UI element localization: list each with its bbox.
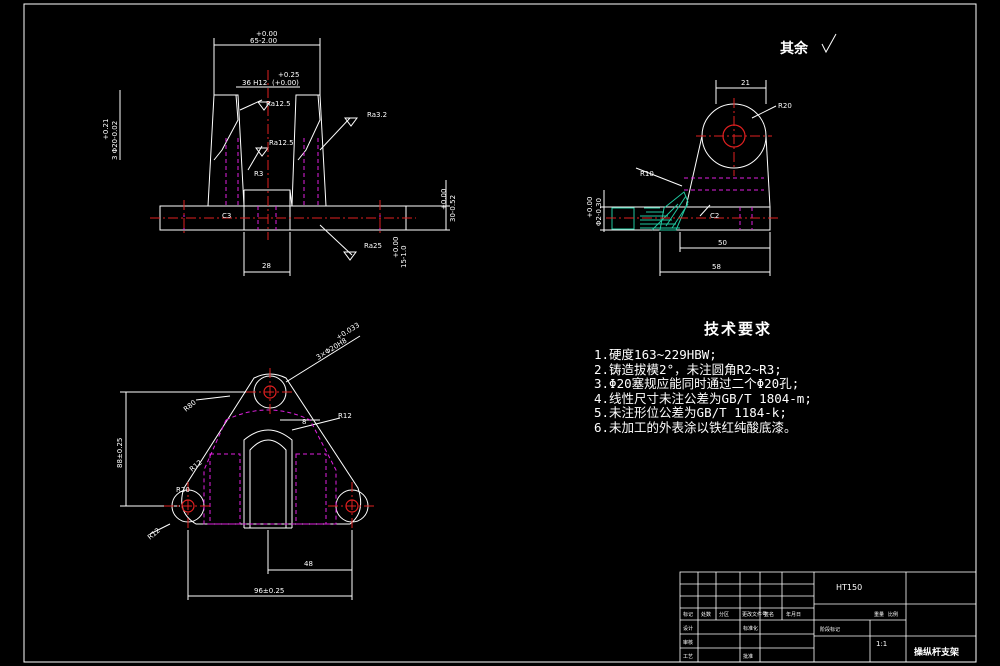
dim-top-tolerance: +0.00 <box>256 30 277 38</box>
dim-48: 48 <box>304 560 313 568</box>
side-view-centerlines <box>606 98 778 219</box>
cell-count: 处数 <box>701 611 711 618</box>
dim-slot-tolerance: (+0.00) <box>272 79 299 87</box>
note-6: 6.未加工的外表涂以铁红纯酸底漆。 <box>594 419 797 435</box>
roughness-general-note: 其余 <box>780 41 808 57</box>
dim-slot-upper-tolerance: +0.25 <box>278 71 299 79</box>
top-view-hidden <box>203 409 337 525</box>
dim-r20: R20 <box>778 102 792 110</box>
dim-hole-spec: 3×Φ20H8 <box>315 337 348 362</box>
cell-zone: 分区 <box>719 611 729 618</box>
top-view-holes <box>181 385 359 513</box>
note-1: 1.硬度163~229HBW; <box>594 347 717 362</box>
cell-process: 工艺 <box>683 654 693 660</box>
side-view-text: 21 R20 R10 50 58 C2 +0.00 Φ2-0.30 <box>586 79 792 271</box>
dim-50: 50 <box>718 239 727 247</box>
cell-standardization: 标准化 <box>743 625 758 632</box>
front-view-text: +0.00 65-2.00 +0.25 36 H12 (+0.00) Ra12.… <box>102 30 457 270</box>
dim-flange-tolerance: +0.00 <box>392 237 400 258</box>
dim-21: 21 <box>741 79 750 87</box>
roughness-mid: Ra12.5 <box>269 139 294 147</box>
note-4: 4.线性尺寸未注公差为GB/T 1804-m; <box>594 390 812 406</box>
cell-review: 审核 <box>683 639 693 646</box>
roughness-left: Ra12.5 <box>266 100 291 108</box>
dim-58: 58 <box>712 263 721 271</box>
chamfer-c3: C3 <box>222 212 231 220</box>
technical-notes: 1.硬度163~229HBW; 2.铸造拔模2°，未注圆角R2~R3; 3.Φ2… <box>594 347 812 435</box>
dim-hole-spacing: 88±0.25 <box>116 438 124 468</box>
note-3: 3.Φ20塞规应能同时通过二个Φ20孔; <box>594 376 800 391</box>
dim-side-tolerance: +0.00 <box>586 197 594 218</box>
cell-mark: 标记 <box>683 611 693 618</box>
dim-left-hole: 3 Φ20-0.02 <box>111 121 119 160</box>
dim-r10: R10 <box>640 170 654 178</box>
side-view-hole <box>722 124 746 148</box>
dim-overall-span: 96±0.25 <box>254 587 284 595</box>
title-block-material: HT150 <box>836 583 862 592</box>
cell-date: 年月日 <box>786 611 801 618</box>
top-view-text: 3×Φ20H8 +0.033 R80 R12 8 88±0.25 R12 R12… <box>116 321 361 595</box>
dim-side-thickness: Φ2-0.30 <box>595 198 603 226</box>
cell-weight: 重量 <box>874 611 884 618</box>
top-view <box>120 335 369 600</box>
front-view-centerlines <box>150 70 416 240</box>
note-5: 5.未注形位公差为GB/T 1184-k; <box>594 405 787 420</box>
cell-signature: 签名 <box>764 611 774 618</box>
dim-r80: R80 <box>182 399 198 414</box>
cell-change-doc: 更改文件号 <box>742 611 767 618</box>
chamfer-c2: C2 <box>710 212 719 220</box>
front-view-hidden <box>183 138 381 230</box>
top-view-centerlines <box>164 368 376 530</box>
dim-right-height: 30-0.52 <box>449 195 457 222</box>
side-view-hidden <box>684 177 764 230</box>
dim-r20-top: R20 <box>176 486 190 494</box>
dim-overall-width: 65-2.00 <box>250 37 277 45</box>
dim-right-tolerance: +0.00 <box>440 189 448 210</box>
dim-slot-width: 36 H12 <box>242 79 267 87</box>
dim-hole-tolerance: +0.033 <box>335 321 361 342</box>
sheet-border <box>23 3 977 663</box>
dim-8: 8 <box>302 418 306 426</box>
cell-scale-label: 比例 <box>888 611 898 618</box>
dim-left-tolerance: +0.21 <box>102 119 110 140</box>
roughness-right: Ra3.2 <box>367 111 387 119</box>
note-2: 2.铸造拔模2°，未注圆角R2~R3; <box>594 361 782 377</box>
title-block <box>679 571 977 663</box>
title-block-text: 标记 处数 分区 更改文件号 签名 年月日 设计 标准化 阶段标记 重量 比例 … <box>683 611 898 660</box>
dim-r12: R12 <box>338 412 352 420</box>
side-view-hatch <box>640 191 689 231</box>
cell-stage-mark: 阶段标记 <box>820 626 840 633</box>
title-block-part-name: 操纵杆支架 <box>914 646 959 658</box>
fillet-r3: R3 <box>254 170 263 178</box>
title-block-scale: 1:1 <box>876 640 887 648</box>
roughness-bottom: Ra25 <box>364 242 382 250</box>
cell-approve: 批准 <box>743 653 753 660</box>
cell-design: 设计 <box>683 625 693 632</box>
notes-title: 技术要求 <box>704 320 773 338</box>
front-view <box>119 38 450 276</box>
roughness-check-icon <box>821 33 837 54</box>
dim-flange-thickness: 15-1.0 <box>400 245 408 268</box>
dim-28: 28 <box>262 262 271 270</box>
